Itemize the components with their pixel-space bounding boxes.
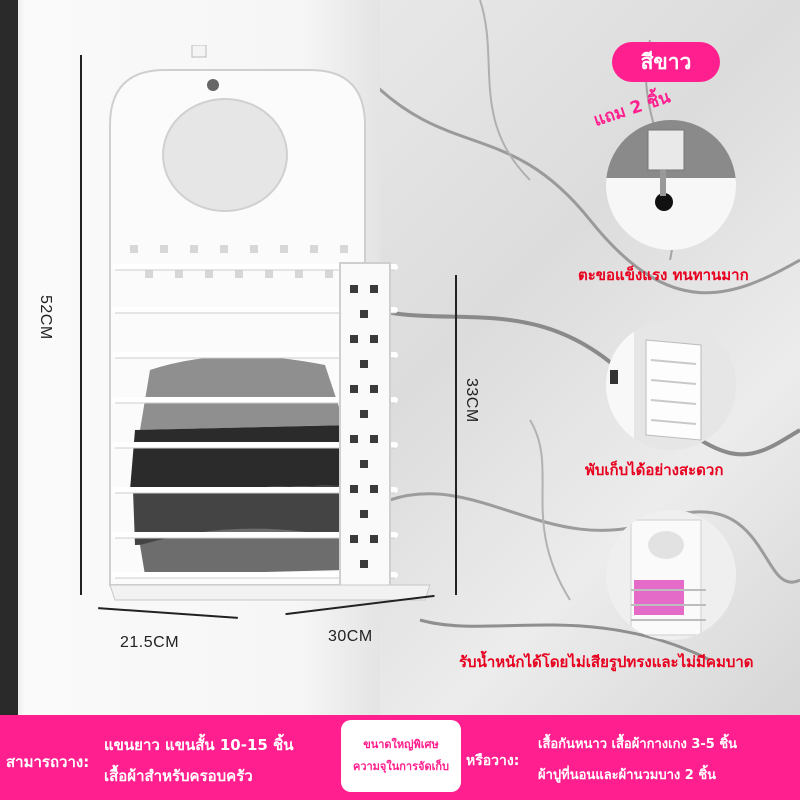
bottom-left-label: สามารถวาง: [6,753,90,771]
height-total-line [80,55,82,595]
folded-basket-icon [606,320,736,450]
hook-icon [606,120,736,250]
bottom-right-line1: เสื้อกันหนาว เสื้อผ้ากางเกง 3-5 ชิ้น [538,737,738,752]
height-total-label: 52CM [37,295,54,340]
inset-hook [606,120,736,250]
bottom-right-label: หรือวาง: [466,753,520,769]
inset-hook-caption: ตะขอแข็งแรง ทนทานมาก [578,266,749,284]
bottom-right-line2: ผ้าปูที่นอนและผ้านวมบาง 2 ชิ้น [538,768,717,783]
capacity-line1: ขนาดใหญ่พิเศษ [363,738,439,751]
inset-folded-caption: พับเก็บได้อย่างสะดวก [585,461,724,479]
bottom-left-line2: เสื้อผ้าสำหรับครอบครัว [104,767,253,785]
capacity-line2: ความจุในการจัดเก็บ [352,760,450,773]
height-basket-label: 33CM [463,378,480,423]
laundry-basket [109,45,431,601]
height-basket-line [455,275,457,595]
bottom-left-line1: แขนยาว แขนสั้น 10-15 ชิ้น [104,736,294,754]
inset-loaded [606,510,736,640]
washing-machine-edge [0,0,18,715]
capacity-box: ขนาดใหญ่พิเศษ ความจุในการจัดเก็บ [341,720,461,792]
color-badge: สีขาว [612,42,720,82]
depth-label: 21.5CM [120,634,180,651]
width-label: 30CM [328,628,373,645]
loaded-basket-icon [606,510,736,640]
inset-loaded-caption: รับน้ำหนักได้โดยไม่เสียรูปทรงและไม่มีคมบ… [459,653,754,671]
inset-folded [606,320,736,450]
